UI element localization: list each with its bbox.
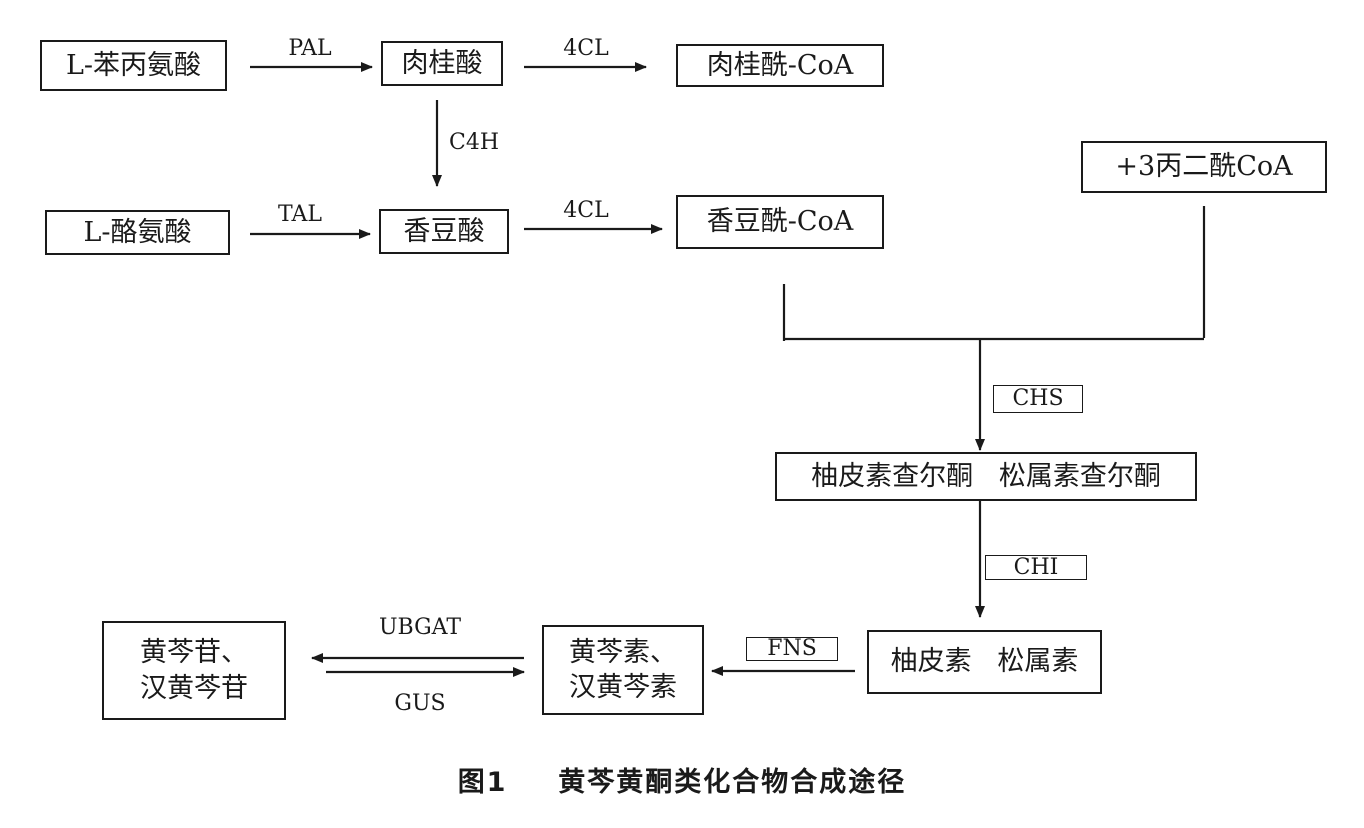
enzyme-fns: FNS bbox=[746, 637, 838, 661]
node-baicalein-line2: 汉黄芩素 bbox=[569, 672, 677, 703]
node-malonyl-coa: +3丙二酰CoA bbox=[1081, 141, 1327, 193]
node-chalcones: 柚皮素查尔酮 松属素查尔酮 bbox=[775, 452, 1197, 501]
enzyme-4cl-mid: 4CL bbox=[563, 198, 609, 223]
enzyme-pal: PAL bbox=[288, 36, 332, 61]
enzyme-4cl-top: 4CL bbox=[563, 36, 609, 61]
figure-label: 图1 bbox=[457, 767, 508, 798]
node-coumaroyl-coa: 香豆酰-CoA bbox=[676, 195, 884, 249]
enzyme-tal: TAL bbox=[278, 202, 322, 227]
figure-title: 黄芩黄酮类化合物合成途径 bbox=[558, 767, 907, 798]
node-baicalin-line2: 汉黄芩苷 bbox=[140, 672, 248, 704]
figure-caption: 图1 黄芩黄酮类化合物合成途径 bbox=[0, 760, 1364, 799]
enzyme-ubgat: UBGAT bbox=[378, 615, 462, 640]
node-flavanones: 柚皮素 松属素 bbox=[867, 630, 1102, 694]
node-coumaric-acid: 香豆酸 bbox=[379, 209, 509, 254]
node-l-phenylalanine: L-苯丙氨酸 bbox=[40, 40, 227, 91]
node-cinnamoyl-coa: 肉桂酰-CoA bbox=[676, 44, 884, 87]
node-baicalin-wogonoside: 黄芩苷、 汉黄芩苷 bbox=[102, 621, 286, 720]
node-l-tyrosine: L-酪氨酸 bbox=[45, 210, 230, 255]
enzyme-chs: CHS bbox=[993, 385, 1083, 413]
node-cinnamic-acid: 肉桂酸 bbox=[381, 41, 503, 86]
node-baicalein-wogonin: 黄芩素、 汉黄芩素 bbox=[542, 625, 704, 715]
enzyme-c4h: C4H bbox=[449, 130, 500, 155]
enzyme-chi: CHI bbox=[985, 555, 1087, 580]
enzyme-gus: GUS bbox=[394, 691, 446, 716]
node-baicalein-line1: 黄芩素、 bbox=[569, 636, 677, 668]
node-baicalin-line1: 黄芩苷、 bbox=[140, 637, 248, 669]
